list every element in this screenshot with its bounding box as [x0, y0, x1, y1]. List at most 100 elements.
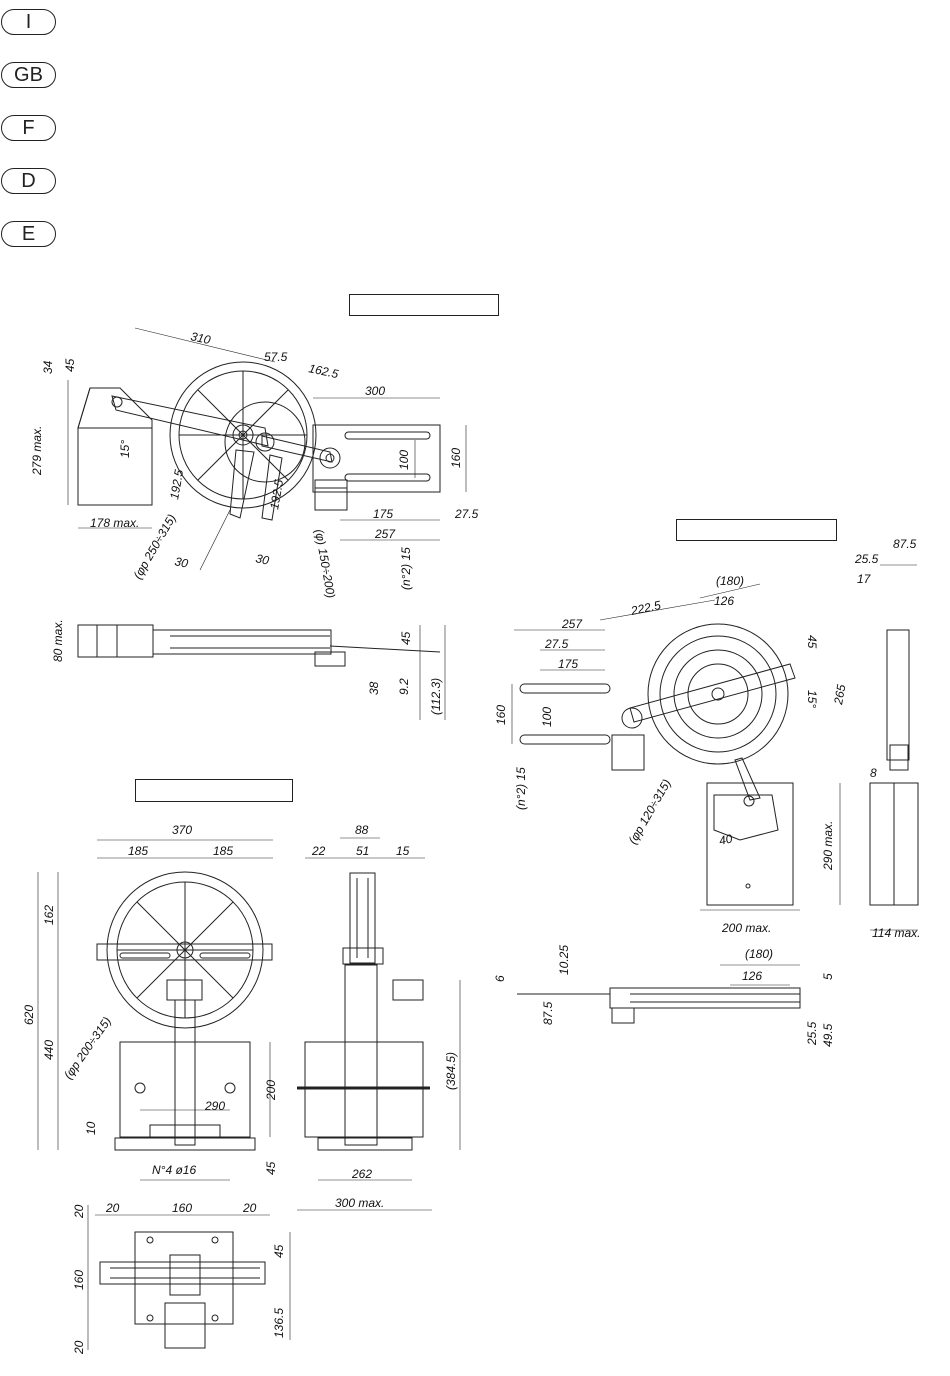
- dim-text: (180): [745, 947, 773, 961]
- dim-text: 51: [356, 844, 369, 858]
- dim-text: 30: [173, 554, 189, 571]
- view2-elevation: [519, 623, 796, 906]
- dim-text: 160: [72, 1270, 86, 1290]
- dim-text: (φp 200÷315): [61, 1014, 114, 1081]
- view2-side: [869, 564, 919, 931]
- dim-text: 15: [396, 844, 410, 858]
- dim-text: 20: [105, 1201, 120, 1215]
- dim-text: 136.5: [272, 1308, 286, 1338]
- language-italian[interactable]: I: [1, 9, 56, 35]
- dim-text: 310: [189, 329, 212, 347]
- dim-text: 257: [374, 527, 396, 541]
- dim-text: 300 max.: [335, 1196, 384, 1210]
- language-french[interactable]: F: [1, 115, 56, 141]
- dim-text: 10.25: [557, 945, 571, 975]
- dim-text: 100: [397, 450, 411, 470]
- view2-plan: [517, 964, 801, 1024]
- dim-text: 160: [449, 448, 463, 468]
- dim-text: 160: [172, 1201, 192, 1215]
- view2-title-box: [676, 519, 837, 541]
- dim-text: (n°2) 15: [399, 547, 413, 590]
- dim-text: 27.5: [454, 507, 479, 521]
- dim-text: 5: [821, 973, 835, 980]
- dim-text: 45: [63, 358, 77, 372]
- dim-text: 175: [558, 657, 578, 671]
- view1-plan: [77, 624, 446, 720]
- dim-text: (φp 120÷315): [625, 777, 673, 847]
- dim-text: 25.5: [805, 1021, 819, 1046]
- view1-elevation: [77, 361, 441, 521]
- dim-text: 200: [264, 1080, 278, 1101]
- dim-text: 45: [805, 635, 819, 649]
- dim-text: 87.5: [893, 537, 917, 551]
- dim-text: 38: [367, 681, 381, 695]
- dim-text: 25.5: [854, 552, 879, 566]
- view2-dimension-lines: [511, 583, 841, 911]
- dim-text: 100: [540, 707, 554, 727]
- dim-text: (n°2) 15: [514, 767, 528, 810]
- dim-text: (384.5): [444, 1052, 458, 1090]
- dim-text: 88: [355, 823, 369, 837]
- dim-text: 192.5: [167, 468, 186, 500]
- dim-text: 300: [365, 384, 385, 398]
- dim-text: 200 max.: [721, 921, 771, 935]
- dim-text: 45: [399, 631, 413, 645]
- dim-text: (112.3): [429, 678, 443, 715]
- view3-front-dimension-lines: [37, 839, 273, 1181]
- dim-text: 6: [493, 975, 507, 982]
- dim-text: (φ) 150÷200): [312, 528, 338, 599]
- dim-text: 162.5: [307, 361, 340, 381]
- dim-text: 57.5: [264, 350, 288, 364]
- dim-text: 45: [272, 1244, 286, 1258]
- dim-text: 20: [72, 1340, 86, 1355]
- dim-text: 440: [42, 1040, 56, 1060]
- dim-text: 162: [42, 905, 56, 925]
- dim-text: 34: [41, 360, 55, 374]
- dim-text: 80 max.: [51, 619, 65, 662]
- view3-top: [99, 1231, 266, 1349]
- dim-text: 49.5: [821, 1023, 835, 1047]
- dim-text: 22: [311, 844, 326, 858]
- dim-text: 126: [714, 594, 734, 608]
- dim-text: 126: [742, 969, 762, 983]
- dim-text: 185: [213, 844, 233, 858]
- view1-dimension-lines: [67, 327, 467, 571]
- dim-text: 620: [22, 1005, 36, 1025]
- dim-text: 30: [254, 551, 270, 568]
- language-spanish[interactable]: E: [1, 221, 56, 247]
- dim-text: 160: [494, 705, 508, 725]
- dim-text: 257: [561, 617, 583, 631]
- dim-text: 178 max.: [90, 516, 139, 530]
- language-german[interactable]: D: [1, 168, 56, 194]
- view1-title-box: [349, 294, 499, 316]
- dim-text: 45: [264, 1161, 278, 1175]
- dim-text: 185: [128, 844, 148, 858]
- dim-text: 290: [204, 1099, 225, 1113]
- view3-side-dimension-lines: [297, 837, 461, 1211]
- language-english[interactable]: GB: [1, 62, 56, 88]
- dim-text: 9.2: [397, 678, 411, 695]
- dim-text: 20: [72, 1204, 86, 1219]
- dim-text: 192.5: [267, 478, 286, 510]
- dim-text: 10: [84, 1121, 98, 1135]
- view3-side: [297, 872, 430, 1151]
- dim-text: 222.5: [629, 598, 663, 618]
- dim-text: 15°: [805, 690, 819, 708]
- view3-title-box: [135, 779, 293, 802]
- dim-text: 87.5: [541, 1001, 555, 1025]
- dim-text: 15°: [118, 440, 132, 458]
- dim-text: 114 max.: [872, 926, 920, 940]
- view3-top-dimension-lines: [87, 1205, 291, 1350]
- dim-text: 262: [351, 1167, 372, 1181]
- dim-text: 20: [242, 1201, 257, 1215]
- dim-text: 290 max.: [821, 821, 835, 871]
- dim-text: 8: [870, 766, 877, 780]
- dim-text: (180): [716, 574, 744, 588]
- dim-text: 40: [718, 831, 734, 848]
- dim-text: N°4 ø16: [152, 1163, 196, 1177]
- dim-text: 279 max.: [30, 426, 44, 476]
- dim-text: 27.5: [544, 637, 569, 651]
- dim-text: 265: [831, 683, 848, 706]
- view3-front: [96, 871, 273, 1151]
- dim-text: 370: [172, 823, 192, 837]
